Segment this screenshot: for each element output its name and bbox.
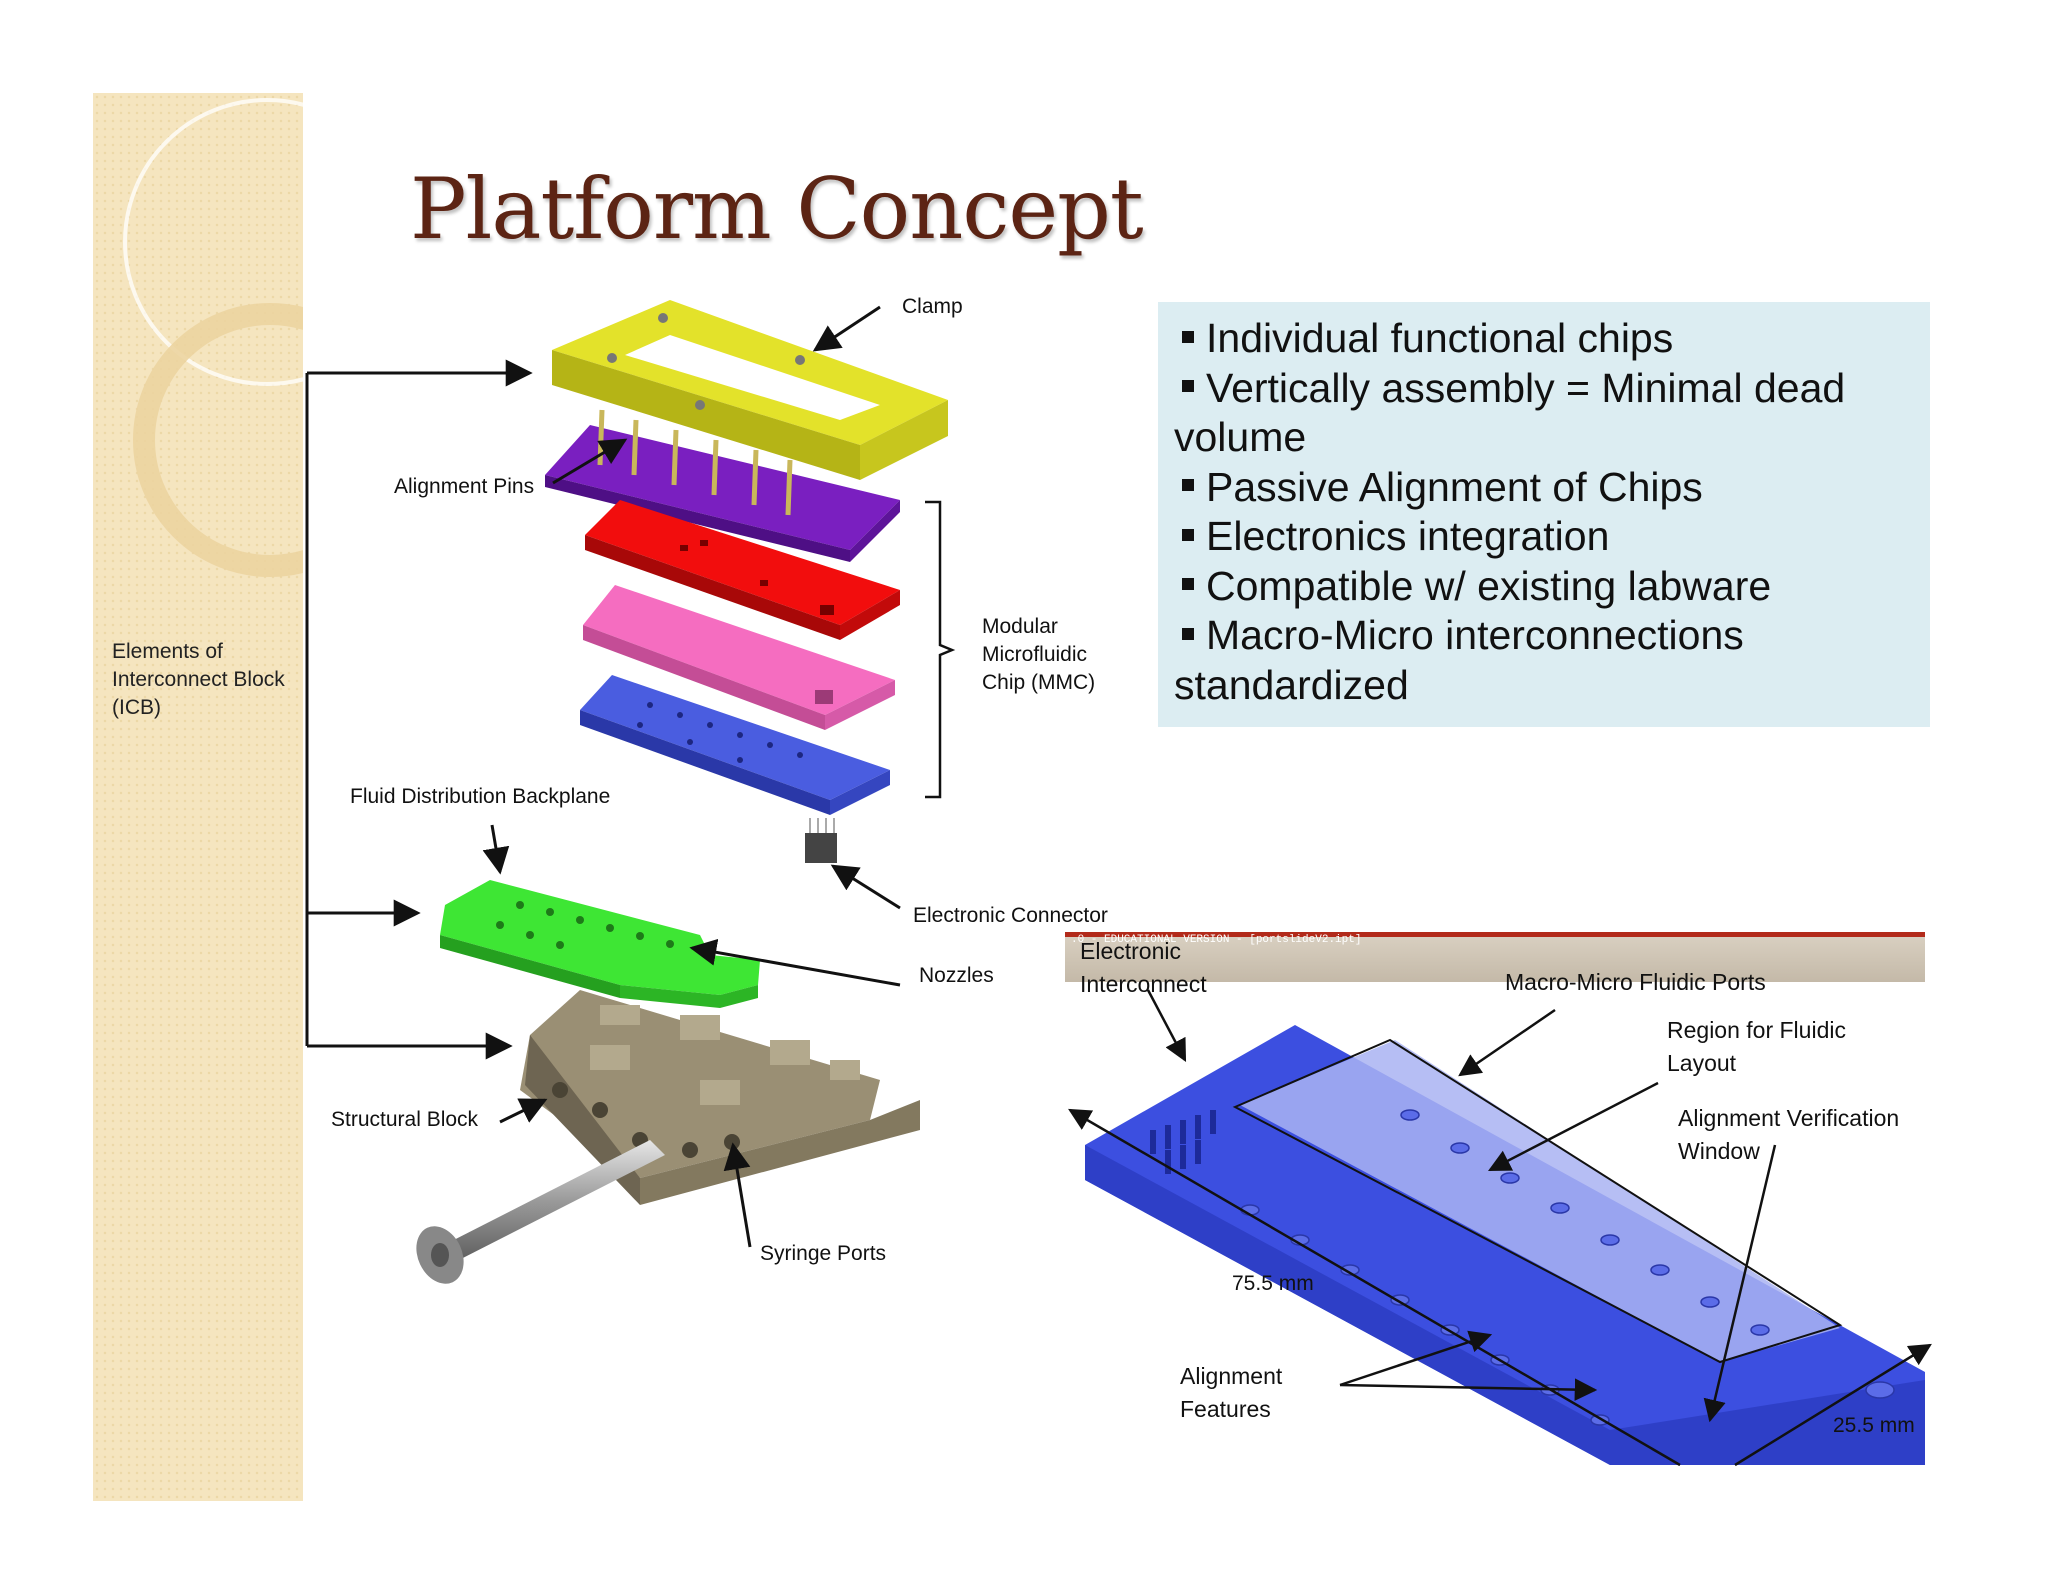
- bullet-square-icon: [1182, 380, 1194, 393]
- region-label-line1: Region for Fluidic: [1667, 1017, 1846, 1043]
- clamp-label: Clamp: [902, 295, 963, 318]
- bullet-square-icon: [1182, 479, 1194, 492]
- cad-toolbar-title: .0 - EDUCATIONAL VERSION - [portslideV2.…: [1071, 934, 1362, 946]
- slide-title: Platform Concept: [410, 160, 1144, 258]
- region-label-line2: Layout: [1667, 1050, 1737, 1076]
- alignment-pins-label: Alignment Pins: [394, 475, 535, 498]
- bullet-item: Individual functional chips: [1174, 314, 1914, 364]
- electronic-interconnect-label-line1: Electronic: [1080, 938, 1181, 964]
- clamp-frame: [552, 300, 948, 480]
- mmc-label-line1: Modular: [982, 615, 1058, 638]
- pink-chip: [583, 585, 895, 730]
- electronic-connector: [805, 818, 837, 863]
- macro-micro-ports-label: Macro-Micro Fluidic Ports: [1505, 969, 1766, 995]
- structural-block: [520, 990, 920, 1205]
- render-arrows: [1068, 989, 1932, 1467]
- icb-label: Elements of Interconnect Block (ICB): [112, 640, 285, 719]
- bullet-square-icon: [1182, 627, 1194, 640]
- electronic-interconnect-label-line2: Interconnect: [1080, 971, 1207, 997]
- alignment-features-label-line1: Alignment: [1180, 1363, 1283, 1389]
- icb-bracket: [305, 359, 533, 1060]
- bullet-item: Compatible w/ existing labware: [1174, 562, 1914, 612]
- electronic-connector-label: Electronic Connector: [913, 904, 1108, 927]
- label-arrows: [482, 305, 901, 1248]
- mmc-label-line3: Chip (MMC): [982, 671, 1096, 694]
- feature-bullet-list: Individual functional chips Vertically a…: [1158, 302, 1930, 727]
- blue-chip-render: [1085, 1025, 1925, 1465]
- red-chip: [585, 500, 900, 640]
- sidebar-decoration: [93, 93, 303, 1501]
- fluid-backplane: [440, 880, 760, 1008]
- alignment-verification-window: [1232, 1038, 1843, 1364]
- bullet-item: Macro-Micro interconnections standardize…: [1174, 612, 1744, 708]
- structural-block-label: Structural Block: [331, 1108, 479, 1131]
- verification-window-label-line2: Window: [1678, 1138, 1760, 1164]
- mmc-brace: [925, 500, 956, 799]
- width-dimension-label: 25.5 mm: [1833, 1414, 1915, 1437]
- syringe-ports-label: Syringe Ports: [760, 1242, 887, 1265]
- bullet-square-icon: [1182, 578, 1194, 591]
- fluid-backplane-label: Fluid Distribution Backplane: [350, 785, 611, 808]
- nozzles-label: Nozzles: [919, 964, 994, 987]
- bullet-item: Vertically assembly = Minimal dead volum…: [1174, 364, 1846, 461]
- bullet-item: Passive Alignment of Chips: [1174, 463, 1914, 513]
- verification-window-label-line1: Alignment Verification: [1678, 1105, 1900, 1131]
- mmc-label-line2: Microfluidic: [982, 643, 1088, 666]
- syringe-rod: [416, 1140, 665, 1284]
- alignment-features-label-line2: Features: [1180, 1396, 1271, 1422]
- bullet-square-icon: [1182, 330, 1194, 343]
- length-dimension-label: 75.5 mm: [1232, 1272, 1314, 1295]
- bullet-item: Electronics integration: [1174, 512, 1914, 562]
- cad-toolbar: .0 - EDUCATIONAL VERSION - [portslideV2.…: [1065, 932, 1925, 982]
- blue-chip: [580, 675, 890, 815]
- bullet-square-icon: [1182, 528, 1194, 541]
